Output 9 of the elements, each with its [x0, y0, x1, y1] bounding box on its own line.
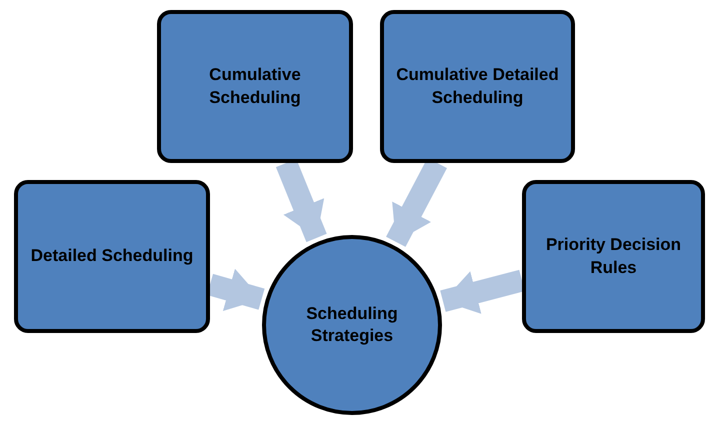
node-label: Scheduling Strategies — [305, 302, 399, 347]
node-label: Detailed Scheduling — [30, 245, 194, 268]
node-label: Cumulative Scheduling — [208, 64, 302, 109]
node-label: Priority Decision Rules — [544, 234, 682, 278]
process-box — [14, 180, 210, 333]
process-box — [380, 10, 575, 163]
node-label: Cumulative Detailed Scheduling — [395, 64, 560, 109]
process-box — [157, 10, 353, 163]
process-box — [522, 180, 705, 333]
